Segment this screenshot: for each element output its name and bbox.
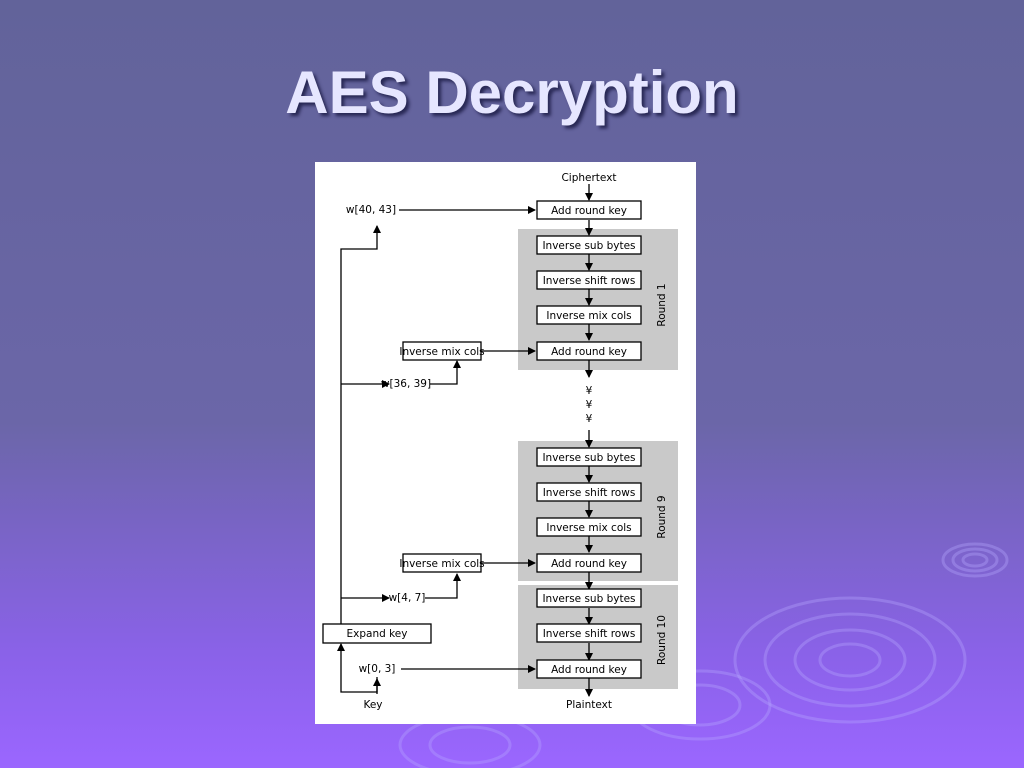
diagram-canvas: Ciphertext Add round key Inverse sub byt… xyxy=(322,172,678,711)
inverse-mix-cols-key-box xyxy=(402,553,482,573)
round-9-label: Round 9 xyxy=(656,495,668,538)
ellipsis-dot: ¥ xyxy=(586,385,593,397)
add-round-key-label: Add round key xyxy=(551,205,627,217)
key-w4-7: w[4, 7] xyxy=(389,592,426,604)
round-10-label: Round 10 xyxy=(656,615,668,665)
aes-decryption-diagram: Ciphertext Add round key Inverse sub byt… xyxy=(315,162,696,724)
inverse-shift-rows-label: Inverse shift rows xyxy=(543,628,636,640)
inverse-shift-rows-label: Inverse shift rows xyxy=(543,275,636,287)
expand-key-label: Expand key xyxy=(347,628,408,640)
add-round-key-label: Add round key xyxy=(551,346,627,358)
inverse-mix-cols-key-label: Inverse mix cols xyxy=(399,558,484,570)
key-label: Key xyxy=(363,699,382,711)
plaintext-label: Plaintext xyxy=(566,699,612,711)
key-w40-43: w[40, 43] xyxy=(346,204,396,216)
add-round-key-box xyxy=(536,659,642,679)
inverse-shift-rows-box xyxy=(536,623,642,643)
ellipsis-dot: ¥ xyxy=(586,413,593,425)
add-round-key-box xyxy=(536,200,642,220)
slide-title: AES Decryption xyxy=(285,59,739,126)
inverse-mix-cols-box xyxy=(536,517,642,537)
add-round-key-box xyxy=(536,553,642,573)
inverse-sub-bytes-box xyxy=(536,235,642,255)
inverse-sub-bytes-label: Inverse sub bytes xyxy=(542,240,635,252)
inverse-mix-cols-box xyxy=(536,305,642,325)
inverse-sub-bytes-label: Inverse sub bytes xyxy=(542,452,635,464)
ciphertext-label: Ciphertext xyxy=(561,172,616,184)
add-round-key-label: Add round key xyxy=(551,558,627,570)
ellipsis-dot: ¥ xyxy=(586,399,593,411)
round-1-label: Round 1 xyxy=(656,283,668,326)
inverse-shift-rows-box xyxy=(536,270,642,290)
inverse-shift-rows-label: Inverse shift rows xyxy=(543,487,636,499)
add-round-key-box xyxy=(536,341,642,361)
inverse-mix-cols-label: Inverse mix cols xyxy=(546,310,631,322)
inverse-shift-rows-box xyxy=(536,482,642,502)
key-w0-3: w[0, 3] xyxy=(359,663,396,675)
inverse-sub-bytes-box xyxy=(536,588,642,608)
add-round-key-label: Add round key xyxy=(551,664,627,676)
inverse-mix-cols-key-label: Inverse mix cols xyxy=(399,346,484,358)
inverse-mix-cols-key-box xyxy=(402,341,482,361)
expand-key-box xyxy=(322,623,432,644)
inverse-sub-bytes-box xyxy=(536,447,642,467)
inverse-mix-cols-label: Inverse mix cols xyxy=(546,522,631,534)
inverse-sub-bytes-label: Inverse sub bytes xyxy=(542,593,635,605)
key-w36-39: w[36, 39] xyxy=(381,378,431,390)
